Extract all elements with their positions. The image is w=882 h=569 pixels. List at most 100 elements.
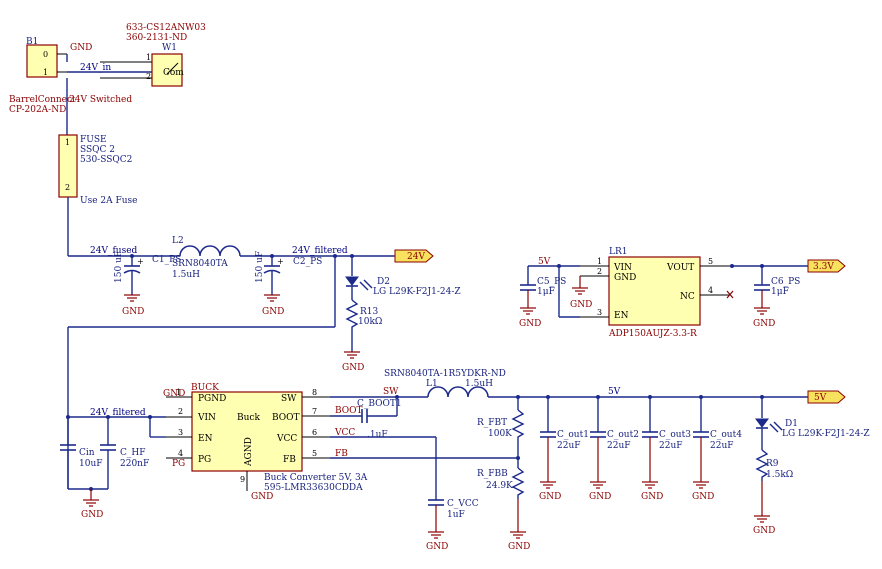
port-3v3-label: 3.3V — [813, 262, 834, 272]
buck-pin-pg: PG — [198, 455, 211, 465]
l1-val: 1.5uH — [465, 379, 493, 389]
gnd-cin-label: GND — [81, 510, 103, 520]
net-fb: FB — [335, 449, 348, 459]
net-vcc: VCC — [334, 428, 355, 438]
svg-text:+: + — [277, 257, 284, 266]
gnd-cvcc-label: GND — [426, 542, 448, 552]
buck-pn7: 7 — [312, 407, 317, 416]
gnd-cout2-label: GND — [589, 492, 611, 502]
fuse-part: 530-SSQC2 — [80, 155, 132, 165]
l1-part: SRN8040TA-1R5YDKR-ND — [384, 369, 506, 379]
w1-switch: 633-CS12ANW03 360-2131-ND W1 1 2 Com — [100, 23, 206, 87]
ldo-pin-gnd: GND — [614, 273, 636, 283]
net-boot: BOOT — [335, 406, 363, 416]
w1-part2: 360-2131-ND — [126, 33, 187, 43]
cboot-val: .1uF — [367, 430, 388, 440]
cout3-cap: C_out3 22uF GND — [641, 395, 691, 502]
gnd-c1: GND — [122, 294, 144, 317]
r9-val: 1.5kΩ — [766, 470, 793, 480]
w1-com-label: Com — [163, 68, 184, 78]
l2-val: 1.5uH — [172, 270, 200, 280]
l2-ref: L2 — [172, 236, 184, 246]
buck-part: 595-LMR33630CDDA — [264, 483, 363, 493]
cout1-val: 22uF — [557, 441, 581, 451]
w1-pin1-num: 1 — [146, 53, 151, 62]
w1-body — [151, 53, 183, 87]
r13-val: 10kΩ — [358, 317, 382, 327]
w1-ref: W1 — [162, 43, 177, 53]
buck-pin-boot: BOOT — [272, 413, 300, 423]
w1-pin2-num: 2 — [146, 72, 151, 81]
cout3-ref: C_out3 — [659, 430, 691, 440]
c6-val: 1μF — [771, 287, 789, 297]
buck-pn4: 4 — [178, 449, 183, 458]
buck-pin-en: EN — [198, 434, 213, 444]
b1-connector: B1 0 1 GND BarrelConnect CP-202A-ND — [9, 37, 92, 115]
ldo-pn2: 2 — [597, 267, 602, 276]
b1-pin1-label: 1 — [43, 68, 48, 77]
fuse-model: SSQC 2 — [80, 145, 115, 155]
rfbt-ref: R_FBT — [477, 418, 507, 428]
l1-inductor: SRN8040TA-1R5YDKR-ND L1 1.5uH — [384, 369, 506, 398]
gnd-cout1-label: GND — [539, 492, 561, 502]
d2-ref: D2 — [377, 277, 390, 287]
port-5v: 5V — [807, 390, 846, 404]
chf-ref: C_HF — [120, 448, 145, 458]
buck-pn2: 2 — [178, 407, 183, 416]
gnd-r9-label: GND — [753, 526, 775, 536]
ldo-part: ADP150AUJZ-3.3-R — [608, 329, 697, 339]
ldo-body — [608, 256, 701, 326]
chf-val: 220nF — [120, 459, 149, 469]
gnd-c2: GND — [262, 294, 284, 317]
b1-part: CP-202A-ND — [9, 105, 66, 115]
ldo-net-5v: 5V — [538, 257, 551, 267]
buck-pin-vcc: VCC — [276, 434, 297, 444]
c1-ref: C1_PS — [152, 255, 181, 265]
rfbt-val: 100K — [488, 429, 512, 439]
b1-body — [26, 44, 58, 78]
cin-ref: Cin — [79, 448, 95, 458]
l2-inductor: L2 SRN8040TA 1.5uH — [172, 236, 241, 280]
buck-gnd-pgnd: GND — [163, 389, 185, 399]
cout2-val: 22uF — [607, 441, 631, 451]
gnd-r13-label: GND — [342, 363, 364, 373]
gnd-cout3-label: GND — [641, 492, 663, 502]
d1-part: LG L29K-F2J1-24-Z — [782, 429, 870, 439]
net-24v-in: 24V_in — [80, 63, 111, 73]
rfbt-resistor: R_FBT 100K — [477, 395, 525, 468]
buck-converter: BUCK PGND VIN EN PG SW BOOT VCC FB Buck … — [163, 383, 368, 502]
cvcc-val: 1uF — [447, 510, 465, 520]
net-24v-fused: 24V_fused — [90, 246, 138, 256]
b1-ref: B1 — [26, 37, 38, 47]
buck-desc: Buck Converter 5V, 3A — [264, 473, 368, 483]
buck-pn1: 1 — [176, 388, 181, 397]
cout4-val: 22uF — [710, 441, 734, 451]
gnd-c6-label: GND — [753, 319, 775, 329]
svg-text:+: + — [137, 257, 144, 266]
gnd-cvcc: GND — [426, 531, 448, 552]
net-sw: SW — [383, 387, 399, 397]
fuse-name: FUSE — [80, 135, 107, 145]
cout2-ref: C_out2 — [607, 430, 639, 440]
buck-gnd-agnd: GND — [251, 492, 273, 502]
cin-val: 10uF — [79, 459, 103, 469]
ldo-pn5: 5 — [708, 257, 713, 266]
net-24v-filtered-2: 24V_filtered — [90, 408, 146, 418]
fuse-pin2: 2 — [65, 183, 70, 192]
ldo-pin-vin: VIN — [613, 263, 632, 273]
c5-val: 1μF — [537, 287, 555, 297]
cout4-ref: C_out4 — [710, 430, 742, 440]
b1-gnd-net: GND — [70, 43, 92, 53]
c2-ps-cap: + C2_PS 150 uF — [255, 251, 322, 295]
buck-pn6: 6 — [312, 428, 317, 437]
net-24v-switched: 24V Switched — [69, 95, 132, 105]
port-24v-label: 24V — [407, 252, 425, 262]
buck-pn9: 9 — [240, 475, 245, 484]
buck-pn5: 5 — [312, 449, 317, 458]
cvcc-ref: C_VCC — [447, 499, 479, 509]
buck-pg-label: PG — [172, 459, 185, 469]
rfbb-val: 24.9K — [486, 481, 513, 491]
buck-body — [191, 391, 303, 472]
c5-ps-cap: C5_PS 1μF GND — [519, 266, 566, 329]
port-24v: 24V — [394, 249, 434, 263]
